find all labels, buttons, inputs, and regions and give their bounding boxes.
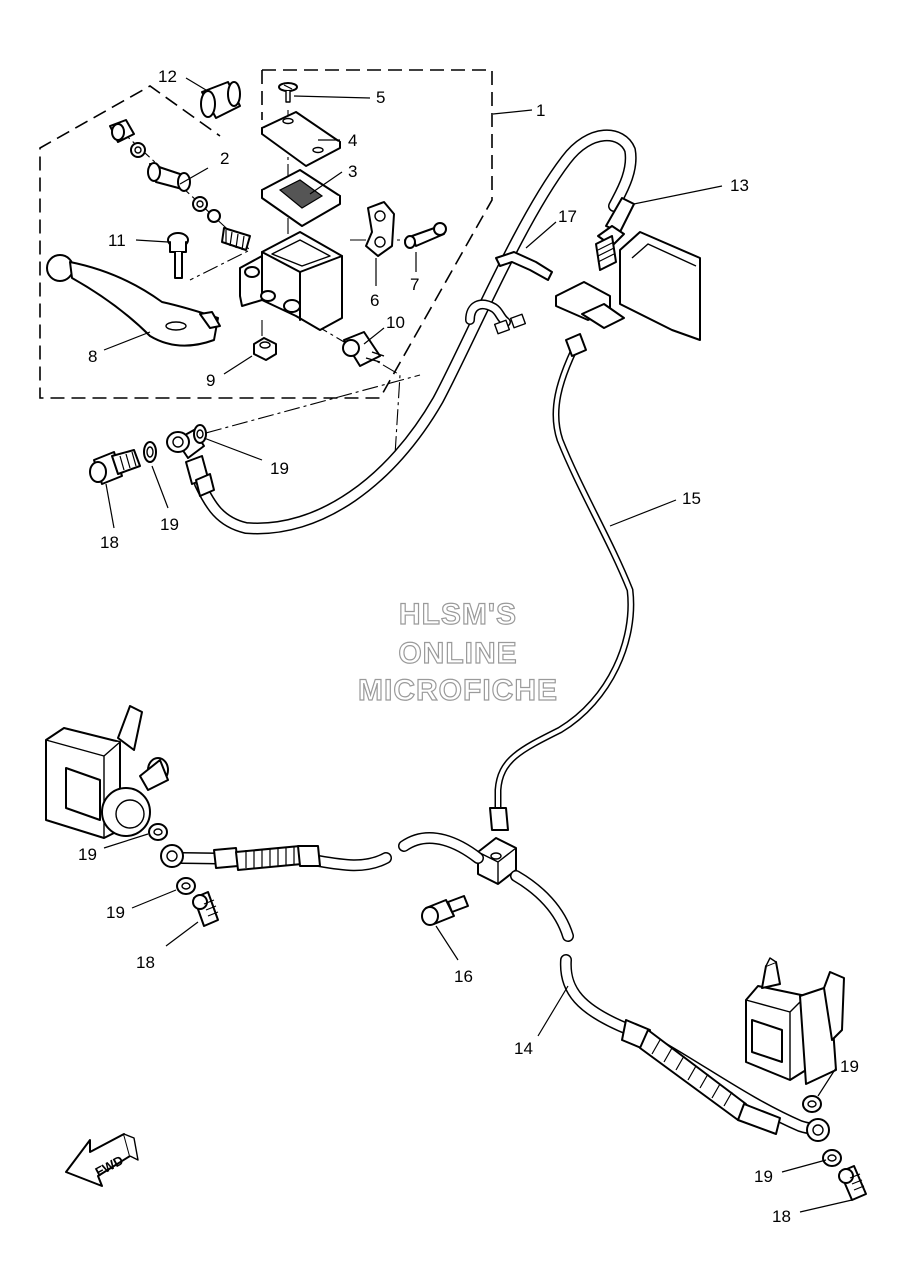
callout-6: 6 bbox=[370, 291, 379, 310]
brake-pipe bbox=[489, 333, 635, 831]
callout-7: 7 bbox=[410, 275, 419, 294]
brake-hose-upper bbox=[166, 129, 637, 535]
reservoir-cap bbox=[261, 111, 341, 167]
callout-16: 16 bbox=[454, 967, 473, 986]
left-banjo-fitting bbox=[160, 844, 196, 895]
callout-1: 1 bbox=[536, 101, 545, 120]
lever-nut bbox=[253, 337, 277, 361]
watermark: HLSM'S ONLINE MICROFICHE bbox=[357, 597, 558, 707]
watermark-line-1: HLSM'S bbox=[399, 598, 517, 631]
callout-4: 4 bbox=[348, 131, 357, 150]
callout-18-master: 18 bbox=[100, 533, 119, 552]
callout-19-master-left: 19 bbox=[160, 515, 179, 534]
callout-15: 15 bbox=[682, 489, 701, 508]
brake-light-switch bbox=[342, 331, 385, 367]
reservoir-cap-screw bbox=[278, 82, 298, 103]
callout-19-right-lower: 19 bbox=[754, 1167, 773, 1186]
joint-bolt bbox=[421, 895, 469, 926]
master-cylinder-bracket bbox=[365, 201, 395, 257]
piston-boot bbox=[200, 81, 241, 119]
switch-lead-wire bbox=[465, 299, 527, 335]
master-washer-left bbox=[143, 441, 157, 463]
master-cylinder-kit bbox=[109, 119, 251, 251]
callout-18-right: 18 bbox=[772, 1207, 791, 1226]
master-cylinder-assembly-boundary bbox=[39, 69, 493, 399]
brake-lever bbox=[46, 254, 221, 347]
brake-hose-right bbox=[510, 870, 830, 1142]
hose-13-upper-fitting bbox=[595, 197, 635, 271]
frame-bracket bbox=[555, 231, 701, 341]
forward-direction-arrow: FWD bbox=[65, 1133, 139, 1187]
hose-clamp bbox=[495, 251, 553, 281]
right-washer-lower bbox=[822, 1149, 842, 1167]
callout-19-left-upper: 19 bbox=[78, 845, 97, 864]
brake-hose-left bbox=[176, 832, 484, 872]
watermark-line-3: MICROFICHE bbox=[358, 674, 558, 707]
bracket-bolt bbox=[404, 222, 447, 249]
callout-12: 12 bbox=[158, 67, 177, 86]
callout-17: 17 bbox=[558, 207, 577, 226]
callout-9: 9 bbox=[206, 371, 215, 390]
callout-2: 2 bbox=[220, 149, 229, 168]
master-cylinder-body bbox=[239, 231, 343, 331]
master-union-bolt bbox=[89, 449, 141, 485]
callout-18-left: 18 bbox=[136, 953, 155, 972]
callout-19-right-upper: 19 bbox=[840, 1057, 859, 1076]
lever-pivot-bolt bbox=[167, 232, 189, 279]
callout-19-master-right: 19 bbox=[270, 459, 289, 478]
callout-numbers: 1 2 3 4 5 6 7 8 9 10 11 12 13 14 15 16 1… bbox=[78, 67, 859, 1226]
callout-19-left-lower: 19 bbox=[106, 903, 125, 922]
left-brake-caliper bbox=[45, 705, 169, 841]
callout-13: 13 bbox=[730, 176, 749, 195]
master-washer-right bbox=[193, 424, 207, 444]
callout-8: 8 bbox=[88, 347, 97, 366]
callout-11: 11 bbox=[108, 231, 126, 250]
callout-14: 14 bbox=[514, 1039, 533, 1058]
callout-leader-lines bbox=[103, 77, 853, 1213]
right-brake-caliper bbox=[745, 957, 845, 1113]
callout-10: 10 bbox=[386, 313, 405, 332]
diaphragm bbox=[261, 169, 341, 227]
callout-3: 3 bbox=[348, 162, 357, 181]
callout-5: 5 bbox=[376, 88, 385, 107]
watermark-line-2: ONLINE bbox=[398, 637, 517, 670]
left-union-bolt bbox=[192, 891, 219, 927]
right-union-bolt bbox=[838, 1165, 867, 1201]
